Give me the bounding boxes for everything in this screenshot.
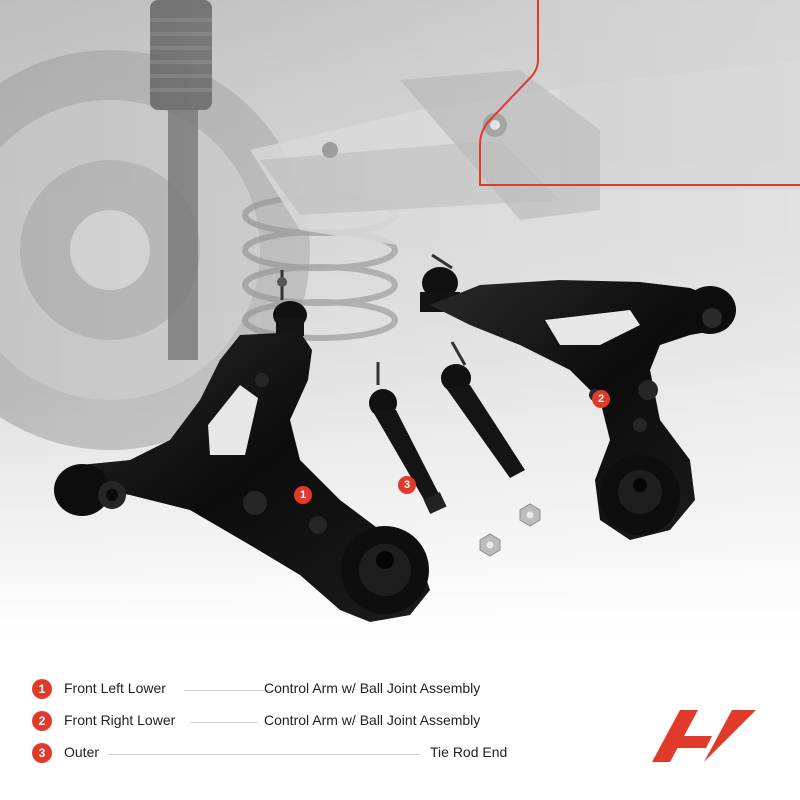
legend-number-badge: 2 bbox=[32, 711, 52, 731]
legend-row-1: 1 Front Left Lower Control Arm w/ Ball J… bbox=[28, 676, 528, 708]
legend-position-label: Front Right Lower bbox=[64, 712, 176, 728]
legend-row-2: 2 Front Right Lower Control Arm w/ Ball … bbox=[28, 708, 528, 740]
part-outer-tie-rod-end-left bbox=[369, 362, 447, 515]
legend-leader-line bbox=[108, 754, 420, 755]
callout-1: 1 bbox=[294, 486, 312, 504]
legend-number-badge: 1 bbox=[32, 679, 52, 699]
legend-position-label: Outer bbox=[64, 744, 100, 760]
part-outer-tie-rod-end-right bbox=[441, 341, 525, 478]
legend-number-badge: 3 bbox=[32, 743, 52, 763]
legend-row-3: 3 Outer Tie Rod End bbox=[28, 740, 528, 772]
callout-3: 3 bbox=[398, 476, 416, 494]
legend-leader-line bbox=[190, 722, 258, 723]
callout-2: 2 bbox=[592, 390, 610, 408]
legend-part-label: Control Arm w/ Ball Joint Assembly bbox=[264, 712, 481, 728]
red-outline-decoration bbox=[479, 0, 800, 186]
legend-part-label: Control Arm w/ Ball Joint Assembly bbox=[264, 680, 481, 696]
a-premium-logo-icon bbox=[652, 710, 756, 762]
product-photo bbox=[0, 0, 800, 640]
part-front-left-lower-control-arm bbox=[54, 270, 430, 622]
hex-nuts bbox=[479, 503, 541, 557]
legend-leader-line bbox=[184, 690, 278, 691]
legend-position-label: Front Left Lower bbox=[64, 680, 166, 696]
parts-legend: 1 Front Left Lower Control Arm w/ Ball J… bbox=[28, 676, 528, 772]
legend-part-label: Tie Rod End bbox=[430, 744, 508, 760]
